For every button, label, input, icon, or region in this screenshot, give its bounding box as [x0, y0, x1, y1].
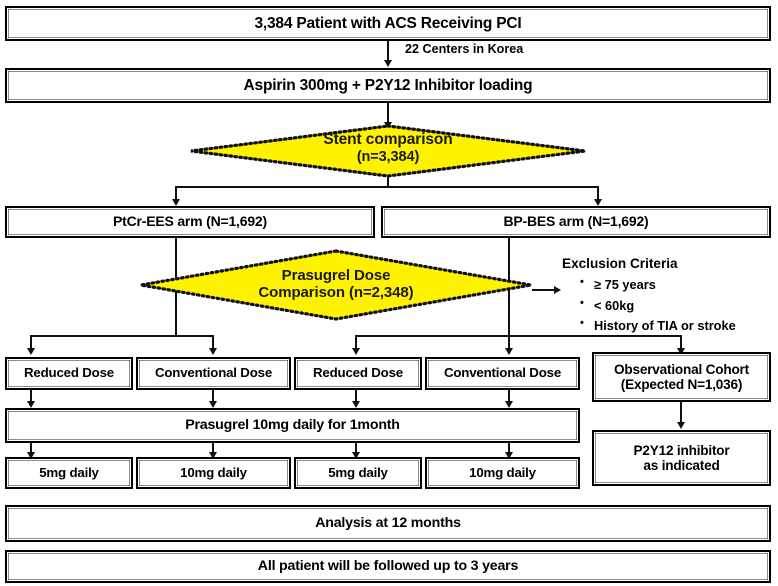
arrowhead-dose1-bar — [26, 401, 35, 408]
exclusion-title: Exclusion Criteria — [562, 256, 678, 271]
arrowhead-observational — [676, 348, 685, 355]
node-followup-label: All patient will be followed up to 3 yea… — [257, 557, 519, 574]
node-followup: All patient will be followed up to 3 yea… — [5, 550, 771, 583]
node-dose-reduced-1-label: Reduced Dose — [24, 365, 114, 381]
node-dose-reduced-1: Reduced Dose — [5, 357, 133, 390]
split-bar-observational — [508, 335, 681, 337]
node-prasugrel-comparison: Prasugrel Dose Comparison (n=2,348) — [140, 249, 532, 321]
node-p2y12-line1: P2Y12 inhibitor — [633, 442, 730, 458]
arrowhead-right-arm — [593, 199, 602, 206]
node-dose-conventional-1-label: Conventional Dose — [154, 365, 273, 381]
connector-loading-stent — [387, 103, 389, 124]
node-daily-10mg-2-label: 10mg daily — [469, 464, 536, 480]
connector-bar-daily3 — [355, 443, 357, 455]
node-stent-comparison: Stent comparison (n=3,384) — [190, 124, 586, 178]
node-loading-label: Aspirin 300mg + P2Y12 Inhibitor loading — [243, 76, 533, 94]
connector-stent-split — [387, 176, 389, 187]
node-arm-ptcr-ees: PtCr-EES arm (N=1,692) — [5, 206, 375, 238]
node-daily-10mg-1-label: 10mg daily — [180, 464, 247, 480]
connector-conventional-dose-1 — [212, 335, 214, 350]
node-daily-10mg-2: 10mg daily — [425, 457, 580, 489]
node-arm-bp-bes-label: BP-BES arm (N=1,692) — [503, 213, 649, 230]
node-p2y12-line2: as indicated — [643, 458, 720, 473]
node-arm-ptcr-ees-label: PtCr-EES arm (N=1,692) — [113, 213, 267, 230]
node-dose-conventional-1: Conventional Dose — [136, 357, 291, 390]
arrowhead-bar-daily3 — [351, 452, 360, 459]
connector-dose2-bar — [212, 390, 214, 403]
exclusion-item: < 60kg — [580, 295, 736, 317]
connector-bar-daily4 — [508, 443, 510, 455]
arrowhead-conventional-dose-1 — [208, 348, 217, 355]
connector-dose4-bar — [508, 390, 510, 403]
node-enrollment: 3,384 Patient with ACS Receiving PCI — [5, 6, 771, 41]
arrowhead-conventional-dose-2 — [504, 348, 513, 355]
arrowhead-reduced-dose-2 — [351, 348, 360, 355]
connector-reduced-dose-2 — [355, 335, 357, 350]
node-dose-reduced-2: Reduced Dose — [294, 357, 422, 390]
prasugrel-diamond-shape — [140, 249, 532, 321]
connector-prasugrel-exclusion — [532, 289, 556, 291]
node-dose-conventional-2-label: Conventional Dose — [443, 365, 562, 381]
node-dose-conventional-2: Conventional Dose — [425, 357, 580, 390]
connector-observational — [680, 335, 682, 350]
arrowhead-enrollment-loading — [383, 60, 392, 67]
node-dose-reduced-2-label: Reduced Dose — [313, 365, 403, 381]
arrowhead-observational-p2y12 — [676, 422, 685, 429]
node-p2y12-inhibitor: P2Y12 inhibitor as indicated — [592, 430, 771, 486]
connector-conventional-dose-2 — [508, 335, 510, 350]
split-bar-arms — [175, 186, 599, 188]
label-centers: 22 Centers in Korea — [405, 42, 524, 56]
connector-split-right-arm — [597, 186, 599, 201]
arrowhead-reduced-dose-1 — [26, 348, 35, 355]
connector-split-left-arm — [175, 186, 177, 201]
exclusion-criteria: Exclusion Criteria ≥ 75 years < 60kg His… — [560, 256, 736, 337]
node-prasugrel-bar-label: Prasugrel 10mg daily for 1month — [185, 416, 400, 433]
arrowhead-dose2-bar — [208, 401, 217, 408]
arrowhead-exclusion — [554, 285, 561, 294]
arrowhead-bar-daily2 — [208, 452, 217, 459]
node-analysis: Analysis at 12 months — [5, 505, 771, 542]
node-analysis-label: Analysis at 12 months — [315, 514, 461, 531]
connector-enrollment-loading — [387, 41, 389, 62]
connector-observational-p2y12 — [680, 402, 682, 424]
node-loading: Aspirin 300mg + P2Y12 Inhibitor loading — [5, 68, 771, 103]
arrowhead-dose3-bar — [351, 401, 360, 408]
connector-dose3-bar — [355, 390, 357, 403]
connector-bar-daily1 — [30, 443, 32, 455]
connector-dose1-bar — [30, 390, 32, 403]
arrowhead-left-arm — [171, 199, 180, 206]
node-daily-10mg-1: 10mg daily — [136, 457, 291, 489]
node-daily-5mg-2: 5mg daily — [294, 457, 422, 489]
split-bar-left-doses-2 — [175, 335, 214, 337]
connector-bar-daily2 — [212, 443, 214, 455]
node-daily-5mg-2-label: 5mg daily — [328, 464, 388, 480]
node-arm-bp-bes: BP-BES arm (N=1,692) — [381, 206, 771, 238]
node-observational-line1: Observational Cohort — [614, 361, 749, 377]
node-enrollment-label: 3,384 Patient with ACS Receiving PCI — [254, 14, 522, 32]
exclusion-item: History of TIA or stroke — [580, 315, 736, 337]
stent-diamond-shape — [190, 124, 586, 178]
arrowhead-dose4-bar — [504, 401, 513, 408]
node-prasugrel-bar: Prasugrel 10mg daily for 1month — [5, 408, 580, 443]
node-daily-5mg-1-label: 5mg daily — [39, 464, 99, 480]
split-bar-right-doses — [355, 335, 510, 337]
node-daily-5mg-1: 5mg daily — [5, 457, 133, 489]
exclusion-item: ≥ 75 years — [580, 274, 736, 296]
split-bar-left-doses — [30, 335, 177, 337]
node-observational-line2: (Expected N=1,036) — [620, 377, 743, 392]
arrowhead-bar-daily1 — [26, 452, 35, 459]
connector-reduced-dose-1 — [30, 335, 32, 350]
node-observational-cohort: Observational Cohort (Expected N=1,036) — [592, 352, 771, 402]
arrowhead-bar-daily4 — [504, 452, 513, 459]
exclusion-list: ≥ 75 years < 60kg History of TIA or stro… — [560, 274, 736, 337]
